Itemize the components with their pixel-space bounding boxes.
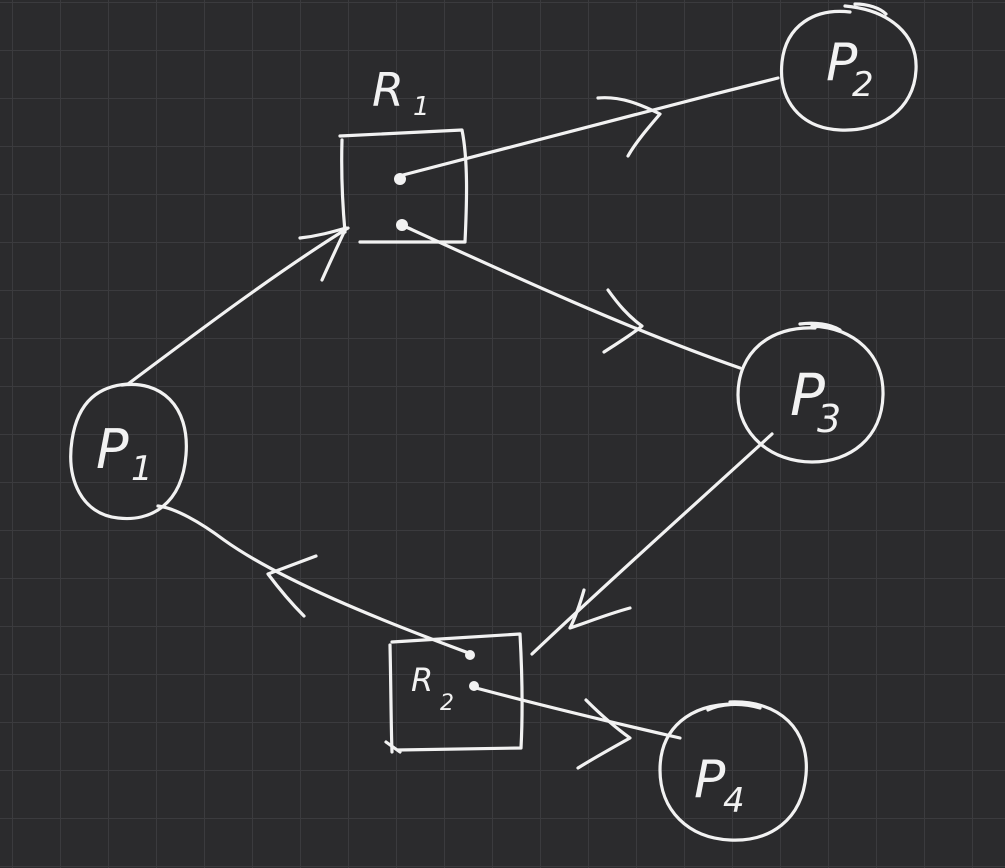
edge-p3-to-r2 <box>530 432 774 656</box>
arrowhead <box>568 588 632 630</box>
process-letter: P <box>694 750 726 810</box>
arrowhead <box>596 96 662 158</box>
resource-letter: R <box>372 63 404 117</box>
process-node-p4: P 4 <box>658 700 808 842</box>
edge-r2-to-p1 <box>156 504 468 654</box>
process-circle-p2 <box>779 2 918 132</box>
process-node-p2: P 2 <box>779 2 918 132</box>
process-circle-p1 <box>69 382 188 521</box>
edge-r1-to-p3 <box>402 224 742 370</box>
resource-box-r2 <box>384 632 524 754</box>
process-index: 3 <box>817 397 841 441</box>
resource-node-r1: R 1 <box>338 63 469 244</box>
process-index: 4 <box>723 781 745 821</box>
process-index: 2 <box>852 65 874 105</box>
process-letter: P <box>96 418 129 481</box>
arrowhead <box>298 226 348 282</box>
edge-r2-to-p4 <box>474 686 682 770</box>
edge-p1-to-r1 <box>126 226 350 386</box>
resource-node-r2: R 2 <box>384 632 524 754</box>
process-node-p3: P 3 <box>736 321 885 464</box>
process-node-p1: P 1 <box>69 382 188 521</box>
resource-instance-dot <box>396 219 408 231</box>
process-index: 1 <box>131 449 153 489</box>
arrowhead <box>602 288 644 354</box>
process-circle-p3 <box>736 321 885 464</box>
edge-r1-to-p2 <box>401 76 780 177</box>
arrowhead <box>266 554 318 618</box>
process-letter: P <box>790 361 825 429</box>
resource-index: 2 <box>440 691 454 716</box>
resource-box-r1 <box>338 128 469 244</box>
resource-index: 1 <box>413 92 430 122</box>
arrowhead <box>576 698 632 770</box>
resource-letter: R <box>411 661 433 699</box>
process-letter: P <box>826 33 858 93</box>
